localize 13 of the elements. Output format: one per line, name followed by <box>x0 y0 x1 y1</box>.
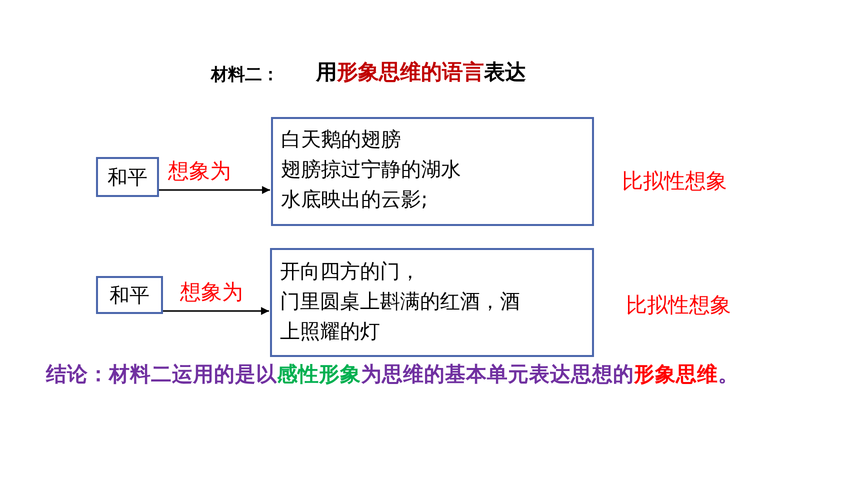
title: 用形象思维的语言表达 <box>316 59 526 86</box>
annotation-text: 比拟性想象 <box>622 168 727 195</box>
arrow <box>159 186 270 194</box>
annotation-text: 比拟性想象 <box>626 292 731 319</box>
edge-label: 想象为 <box>180 279 243 305</box>
term-box: 和平 <box>96 276 163 314</box>
edge-label: 想象为 <box>168 158 231 184</box>
conclusion-text: 结论：材料二运用的是以感性形象为思维的基本单元表达思想的形象思维。 <box>46 361 739 388</box>
text-box: 开向四方的门， 门里圆桌上斟满的红酒，酒上照耀的灯 <box>270 248 594 357</box>
arrow <box>163 307 269 315</box>
term-box: 和平 <box>96 157 159 197</box>
text-box: 白天鹅的翅膀 翅膀掠过宁静的湖水 水底映出的云影; <box>271 117 594 226</box>
section-label: 材料二： <box>211 64 279 86</box>
